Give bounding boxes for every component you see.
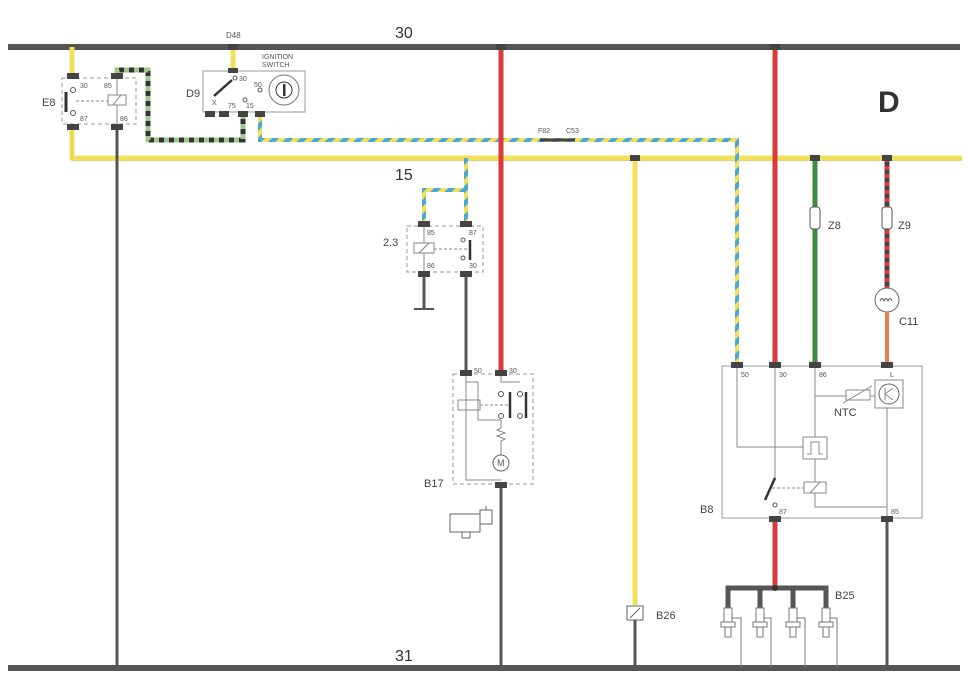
svg-text:50: 50 <box>741 372 749 379</box>
b8-label: B8 <box>700 504 713 516</box>
svg-text:30: 30 <box>80 83 88 90</box>
svg-text:30: 30 <box>239 76 247 83</box>
svg-text:86: 86 <box>819 372 827 379</box>
starter-b17: M 50 30 B17 <box>424 368 534 490</box>
svg-text:SWITCH: SWITCH <box>262 62 290 69</box>
e8-label: E8 <box>42 97 55 109</box>
starter-motor-icon <box>449 506 493 539</box>
svg-text:50: 50 <box>254 82 262 89</box>
wire-relay23-feed <box>422 158 468 222</box>
svg-text:87: 87 <box>779 509 787 516</box>
relay-2-3: 85 87 86 30 2.3 <box>383 221 484 277</box>
svg-text:L: L <box>890 372 894 379</box>
relay-e8: 30 85 87 86 E8 <box>42 73 137 130</box>
d48-label: D48 <box>226 31 241 40</box>
control-unit-b8: 50 30 86 L 87 85 NTC B8 <box>700 362 923 522</box>
svg-text:87: 87 <box>469 230 477 237</box>
svg-text:85: 85 <box>104 83 112 90</box>
d9-label: D9 <box>186 88 200 100</box>
connector-f82: F82 <box>538 128 550 135</box>
svg-text:75: 75 <box>228 103 236 110</box>
z9-label: Z9 <box>898 220 911 232</box>
svg-text:85: 85 <box>427 230 435 237</box>
fuse-z8 <box>809 206 821 230</box>
c11-label: C11 <box>899 316 918 328</box>
svg-text:30: 30 <box>509 368 517 375</box>
svg-text:30: 30 <box>469 263 477 270</box>
svg-text:X: X <box>212 100 217 107</box>
b17-label: B17 <box>424 478 444 490</box>
svg-text:IGNITION: IGNITION <box>262 54 293 61</box>
bus-31-label: 31 <box>395 648 413 665</box>
section-letter: D <box>878 86 900 119</box>
injectors-b25 <box>720 607 838 668</box>
svg-text:87: 87 <box>80 116 88 123</box>
connector-c53: C53 <box>566 128 579 135</box>
bus-15-label: 15 <box>395 167 413 184</box>
svg-text:86: 86 <box>120 116 128 123</box>
z8-label: Z8 <box>828 220 841 232</box>
svg-text:50: 50 <box>474 368 482 375</box>
bus-30-label: 30 <box>395 25 413 42</box>
ntc-label: NTC <box>834 407 857 419</box>
injector-harness <box>725 585 829 610</box>
svg-text:15: 15 <box>246 103 254 110</box>
b26-label: B26 <box>656 610 676 622</box>
fuse-z9 <box>881 206 893 230</box>
svg-text:30: 30 <box>779 372 787 379</box>
svg-text:86: 86 <box>427 263 435 270</box>
b25-label: B25 <box>835 590 855 602</box>
relay-2-3-label: 2.3 <box>383 237 398 249</box>
motor-icon: M <box>497 458 505 468</box>
ignition-switch-d9[interactable]: 30 X 75 15 50 IGNITION SWITCH D9 <box>186 54 306 117</box>
svg-text:85: 85 <box>891 509 899 516</box>
